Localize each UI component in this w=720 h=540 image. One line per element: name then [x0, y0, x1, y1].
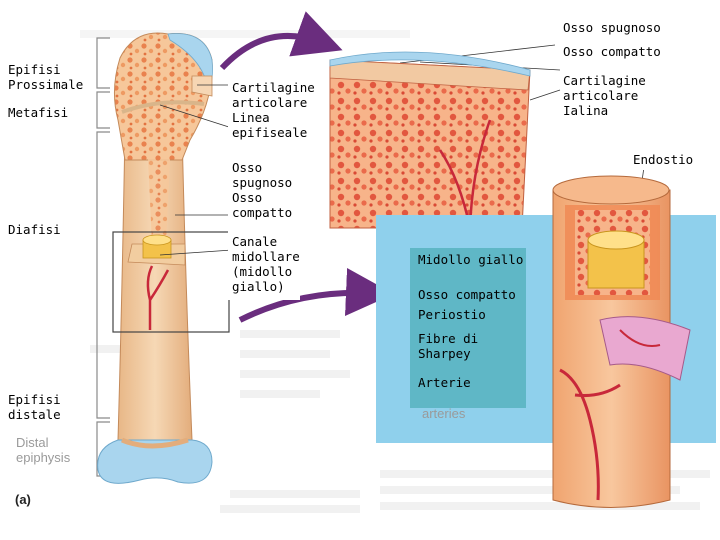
label-endostio: Endostio — [633, 152, 693, 167]
shaft-cross-section — [553, 176, 690, 508]
panel-letter: (a) — [15, 492, 31, 507]
label-osso-compatto-box: Osso compatto — [418, 287, 516, 302]
label-epifisi-distale: Epifisi distale — [8, 392, 61, 422]
label-cartilagine-ialina: Cartilagine articolare Ialina — [563, 73, 720, 118]
label-arterie: Arterie — [418, 375, 471, 390]
long-bone — [98, 33, 213, 483]
region-brackets — [97, 38, 110, 476]
label-osso-spugnoso-top: Osso spugnoso — [563, 20, 661, 35]
bg-arteries-text: arteries — [422, 406, 466, 421]
label-midollo-giallo: Midollo giallo — [418, 252, 523, 267]
label-canale-midollare: Canale midollare (midollo giallo) — [232, 234, 300, 294]
label-epifisi-prossimale: Epifisi Prossimale — [8, 62, 83, 92]
label-osso-compatto-top: Osso compatto — [563, 44, 661, 59]
label-osso-spugnoso-compatto: Osso spugnoso Osso compatto — [232, 160, 292, 220]
label-periostio: Periostio — [418, 307, 486, 322]
label-metafisi: Metafisi — [8, 105, 68, 120]
spongy-bone-block — [330, 52, 530, 228]
label-cartilagine-linea: Cartilagine articolare Linea epifiseale — [232, 80, 315, 140]
label-fibre-di-sharpey: Fibre di Sharpey — [418, 331, 478, 361]
label-diafisi: Diafisi — [8, 222, 61, 237]
